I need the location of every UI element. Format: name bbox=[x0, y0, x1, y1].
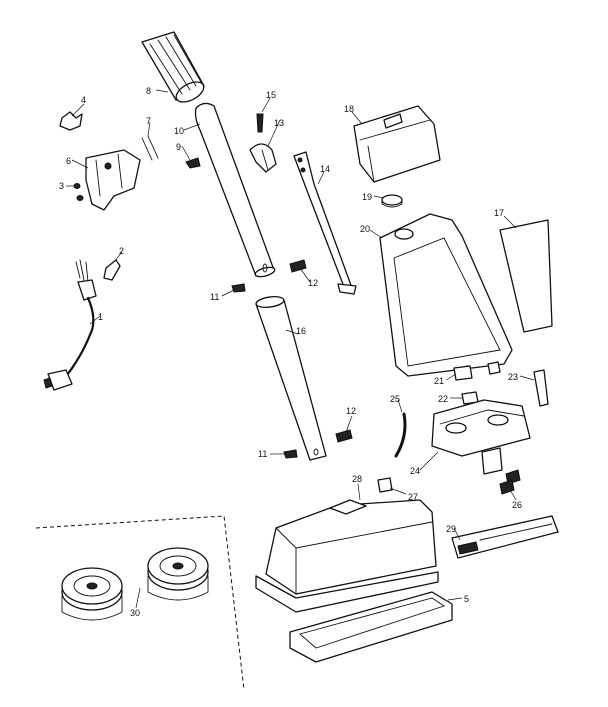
part-23-latch bbox=[533, 369, 549, 407]
label-part-25: 25 bbox=[390, 394, 400, 404]
part-19-cap bbox=[381, 194, 403, 208]
part-25-hose bbox=[394, 412, 407, 458]
part-9-screw bbox=[185, 157, 201, 169]
label-part-22: 22 bbox=[438, 394, 448, 404]
label-part-6: 6 bbox=[66, 156, 71, 166]
part-2-cord-clip bbox=[103, 259, 121, 281]
label-part-8: 8 bbox=[146, 86, 151, 96]
label-part-2: 2 bbox=[119, 246, 124, 256]
part-10-upper-tube bbox=[194, 102, 276, 278]
part-14-bracket-rod bbox=[293, 151, 357, 295]
label-part-12-upper: 12 bbox=[308, 278, 318, 288]
part-6-bracket bbox=[85, 149, 141, 211]
label-part-9: 9 bbox=[176, 142, 181, 152]
part-24-valve-housing bbox=[431, 399, 531, 475]
leader-lines bbox=[66, 89, 535, 609]
label-part-26: 26 bbox=[512, 500, 522, 510]
label-part-4: 4 bbox=[81, 95, 86, 105]
label-part-7: 7 bbox=[146, 116, 151, 126]
label-part-18: 18 bbox=[344, 104, 354, 114]
part-18-cover bbox=[353, 105, 441, 183]
part-29-strip bbox=[451, 515, 559, 559]
label-part-3: 3 bbox=[59, 181, 64, 191]
label-part-17: 17 bbox=[494, 208, 504, 218]
label-part-5: 5 bbox=[464, 594, 469, 604]
label-part-11-upper: 11 bbox=[210, 292, 219, 302]
part-3-screws bbox=[73, 183, 84, 201]
label-part-29: 29 bbox=[446, 524, 456, 534]
label-part-24: 24 bbox=[410, 466, 420, 476]
part-21-cap bbox=[453, 365, 473, 381]
label-part-12-lower: 12 bbox=[346, 406, 356, 416]
label-part-28: 28 bbox=[352, 474, 362, 484]
part-4-wing-nut bbox=[59, 111, 83, 131]
part-28-base-housing bbox=[265, 499, 437, 595]
label-part-27: 27 bbox=[408, 492, 418, 502]
label-part-20: 20 bbox=[360, 224, 370, 234]
part-12-screws bbox=[289, 259, 353, 443]
label-part-14: 14 bbox=[320, 164, 330, 174]
part-1-power-cord bbox=[43, 259, 97, 391]
label-part-21: 21 bbox=[434, 376, 444, 386]
label-part-19: 19 bbox=[362, 192, 372, 202]
label-part-15: 15 bbox=[266, 90, 276, 100]
part-16-lower-tube bbox=[255, 296, 327, 461]
label-part-11-lower: 11 bbox=[258, 449, 267, 459]
part-5-tray bbox=[255, 571, 453, 663]
label-part-23: 23 bbox=[508, 372, 518, 382]
label-part-16: 16 bbox=[296, 326, 306, 336]
label-part-30: 30 bbox=[130, 608, 140, 618]
part-17-filter-panel bbox=[499, 219, 553, 333]
label-part-10: 10 bbox=[174, 126, 184, 136]
part-20-tank bbox=[379, 213, 513, 379]
label-part-13: 13 bbox=[274, 118, 284, 128]
part-7-pins bbox=[141, 135, 159, 161]
part-30-brushes bbox=[61, 547, 209, 621]
part-13-clip bbox=[249, 143, 277, 173]
label-part-1: 1 bbox=[98, 312, 103, 322]
part-8-handle-grip bbox=[141, 31, 205, 103]
part-15-screw bbox=[256, 113, 264, 133]
part-27-clip bbox=[377, 477, 393, 493]
